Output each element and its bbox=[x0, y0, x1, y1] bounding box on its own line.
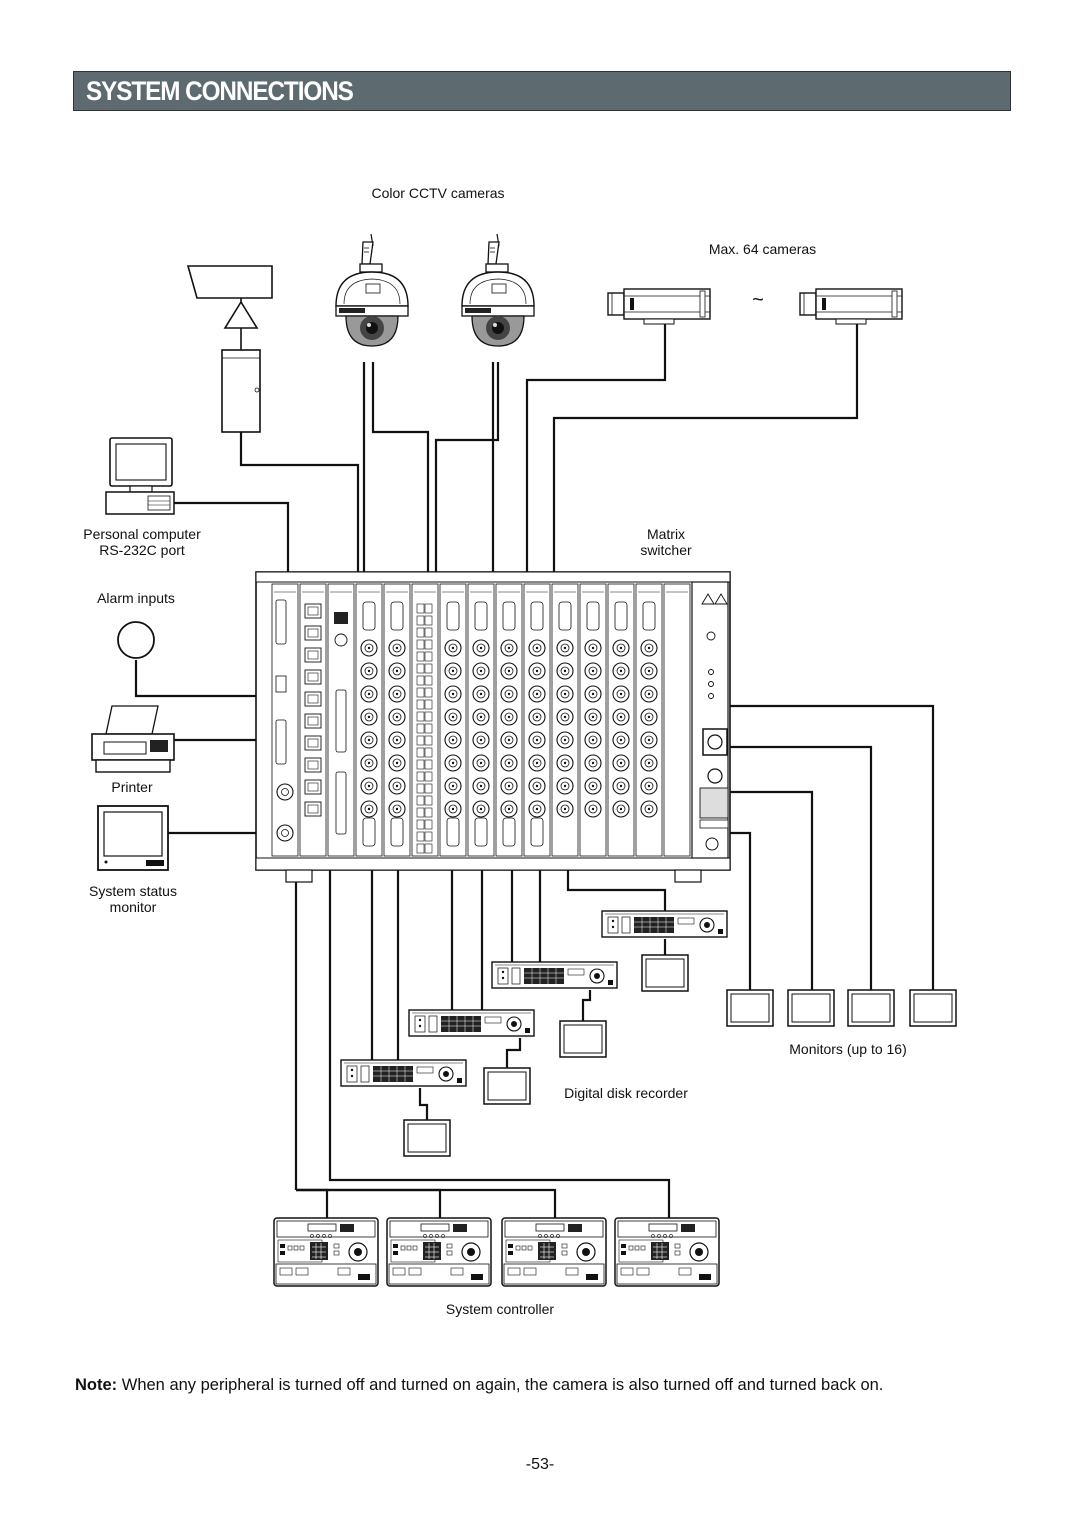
label-alarm-inputs: Alarm inputs bbox=[97, 590, 175, 606]
label-matrix-line2: switcher bbox=[640, 542, 692, 558]
cable-rec-2-monitor bbox=[581, 990, 592, 1021]
label-pc-line2: RS-232C port bbox=[99, 542, 185, 558]
monitor-1 bbox=[726, 989, 774, 1027]
note-text: Note: When any peripheral is turned off … bbox=[75, 1376, 883, 1395]
label-status-line2: monitor bbox=[109, 899, 157, 915]
label-matrix-line1: Matrix bbox=[646, 526, 686, 542]
printer bbox=[91, 705, 175, 773]
label-monitors: Monitors (up to 16) bbox=[789, 1041, 907, 1057]
note-body: When any peripheral is turned off and tu… bbox=[117, 1376, 884, 1394]
cable-monitor-3 bbox=[685, 745, 873, 990]
cable-receiver bbox=[239, 432, 360, 645]
cable-box-camera-1 bbox=[525, 323, 667, 648]
system-controller-4 bbox=[614, 1217, 720, 1287]
label-tilde: ~ bbox=[752, 289, 764, 311]
cable-dome-2 bbox=[434, 362, 500, 645]
box-camera-2 bbox=[799, 288, 903, 325]
monitor-3 bbox=[847, 989, 895, 1027]
recorder-monitor-3 bbox=[483, 1067, 531, 1105]
label-pc-line1: Personal computer bbox=[83, 526, 201, 542]
recorder-monitor-1 bbox=[641, 954, 689, 992]
section-header-bar: SYSTEM CONNECTIONS bbox=[73, 71, 1011, 111]
card-slots bbox=[271, 583, 691, 857]
cable-monitor-4 bbox=[685, 704, 935, 990]
section-title: SYSTEM CONNECTIONS bbox=[86, 76, 354, 106]
cable-rec-3-monitor bbox=[505, 1038, 522, 1068]
note-label: Note: bbox=[75, 1376, 118, 1394]
box-camera-1 bbox=[607, 288, 711, 325]
system-status-monitor bbox=[97, 805, 169, 871]
page-number: -53- bbox=[525, 1456, 555, 1473]
monitor-2 bbox=[787, 989, 835, 1027]
recorder-monitor-4 bbox=[403, 1119, 451, 1157]
matrix-switcher bbox=[255, 571, 731, 883]
label-digital-disk-recorder: Digital disk recorder bbox=[564, 1085, 688, 1101]
label-system-controller: System controller bbox=[445, 1301, 555, 1317]
monitor-4 bbox=[909, 989, 957, 1027]
label-max-cameras: Max. 64 cameras bbox=[708, 241, 817, 257]
system-controller-1 bbox=[273, 1217, 379, 1287]
recorder-monitor-2 bbox=[559, 1020, 607, 1058]
cable-ctrl-bus-b bbox=[328, 858, 671, 1218]
dome-camera-2 bbox=[461, 233, 535, 347]
wireless-receiver bbox=[186, 265, 273, 433]
digital-disk-recorder-1 bbox=[601, 910, 728, 938]
alarm-input-sensor bbox=[117, 621, 155, 659]
label-color-cameras: Color CCTV cameras bbox=[371, 185, 505, 201]
cable-ctrl-3 bbox=[296, 1188, 557, 1218]
digital-disk-recorder-3 bbox=[408, 1009, 535, 1037]
dome-camera-1 bbox=[335, 233, 409, 347]
system-controller-3 bbox=[501, 1217, 607, 1287]
cable-box-camera-2 bbox=[552, 323, 859, 648]
digital-disk-recorder-4 bbox=[340, 1059, 467, 1087]
label-printer: Printer bbox=[111, 779, 153, 795]
digital-disk-recorder-2 bbox=[491, 961, 618, 989]
cable-rec-4-monitor bbox=[418, 1088, 429, 1120]
cable-dome-1 bbox=[371, 362, 430, 645]
personal-computer bbox=[105, 437, 175, 515]
label-status-line1: System status bbox=[89, 883, 177, 899]
cable-ctrl-1 bbox=[296, 1188, 329, 1218]
system-controller-2 bbox=[386, 1217, 492, 1287]
cable-ctrl-2 bbox=[296, 1188, 442, 1218]
